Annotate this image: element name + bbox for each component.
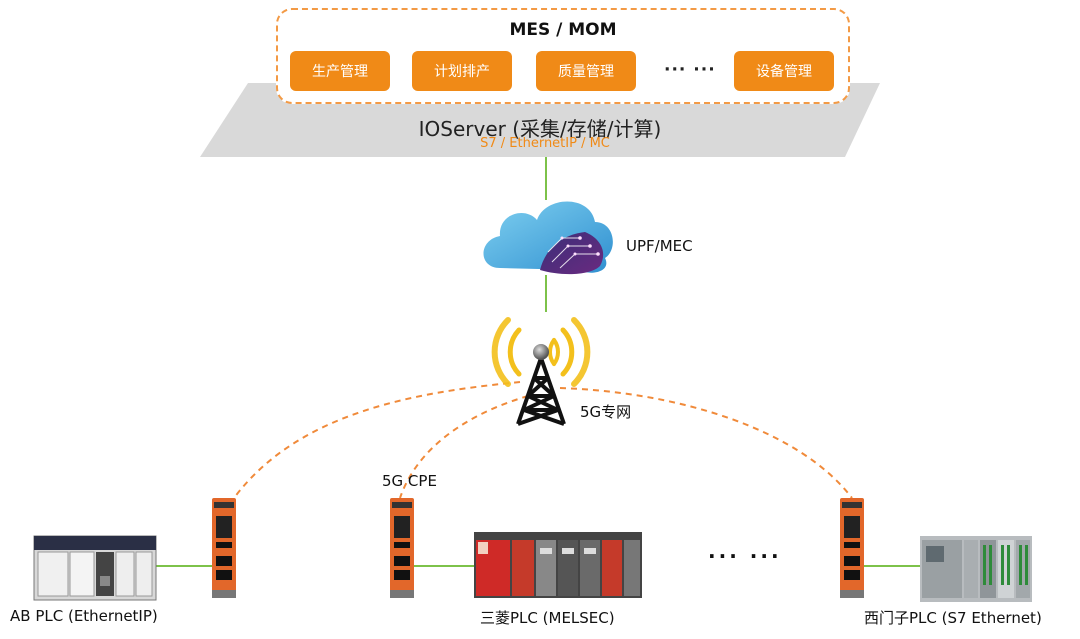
module-planning[interactable]: 计划排产 [412,51,512,91]
module-quality[interactable]: 质量管理 [536,51,636,91]
module-equipment[interactable]: 设备管理 [734,51,834,91]
mitsubishi-plc-label: 三菱PLC (MELSEC) [480,609,615,627]
cpe-device-1 [212,498,236,598]
siemens-plc-label: 西门子PLC (S7 Ethernet) [864,609,1042,627]
cloud-icon [483,201,613,275]
wireless-links [233,381,853,499]
mes-title: MES / MOM [509,20,617,40]
wireless-link-siemens [559,387,853,499]
cpe-device-3 [840,498,864,598]
tower-icon [491,317,591,426]
mes-mom-box: MES / MOM 生产管理 计划排产 质量管理 ··· ··· 设备管理 [276,8,850,104]
siemens-plc-icon [920,536,1032,602]
ab-plc-icon [33,535,157,601]
more-devices-ellipsis: ··· ··· [708,544,782,568]
wireless-link-mitsubishi [399,395,529,499]
cpe-device-2 [390,498,414,598]
mitsubishi-plc-icon [474,532,642,598]
ab-plc-label: AB PLC (EthernetIP) [10,607,158,625]
ioserver-title: IOServer (采集/存储/计算) [418,117,662,141]
wireless-link-ab [233,381,521,499]
cpe-label: 5G CPE [382,472,437,490]
cloud-label: UPF/MEC [626,237,693,255]
ioserver-protocols: S7 / EthernetIP / MC [480,136,610,151]
module-production[interactable]: 生产管理 [290,51,390,91]
tower-label: 5G专网 [580,403,632,421]
module-ellipsis: ··· ··· [664,60,716,80]
